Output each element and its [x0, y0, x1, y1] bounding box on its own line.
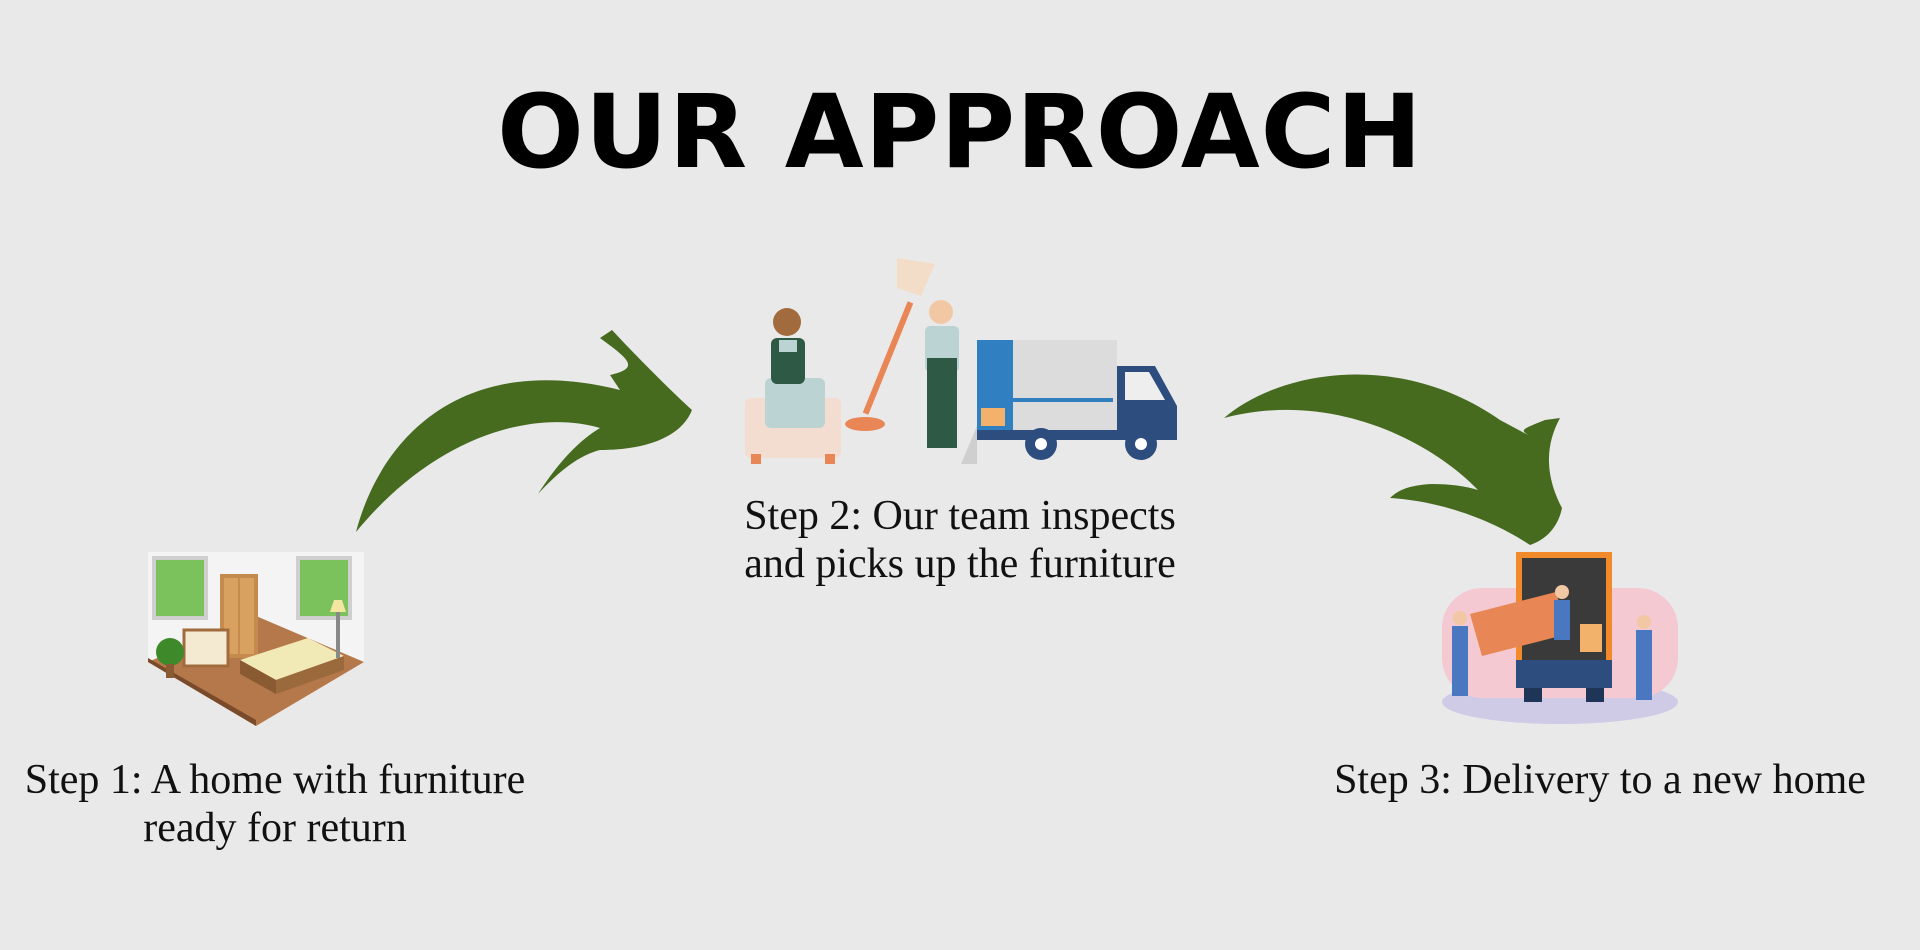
step-2-label-line-1: Step 2: Our team inspects	[744, 493, 1176, 539]
step-1-label: Step 1: A home with furniture ready for …	[0, 756, 550, 852]
delivery-illustration-icon	[1442, 552, 1678, 724]
step-1-label-line-2: ready for return	[143, 805, 407, 851]
step-2-label-line-2: and picks up the furniture	[744, 541, 1176, 587]
page-title: OUR APPROACH	[497, 73, 1423, 192]
movers-truck-illustration-icon	[745, 258, 1177, 464]
arrow-1-shape	[356, 330, 692, 532]
curved-arrow-down-icon	[1224, 374, 1562, 545]
bedroom-illustration-icon	[148, 552, 364, 726]
step-1-label-line-1: Step 1: A home with furniture	[24, 757, 526, 803]
arrow-2-shape	[1224, 374, 1562, 545]
curved-arrow-right-icon	[356, 330, 692, 532]
step-3-label: Step 3: Delivery to a new home	[1300, 756, 1900, 804]
step-2-label: Step 2: Our team inspects and picks up t…	[700, 492, 1220, 588]
step-3-label-line-1: Step 3: Delivery to a new home	[1334, 757, 1866, 803]
